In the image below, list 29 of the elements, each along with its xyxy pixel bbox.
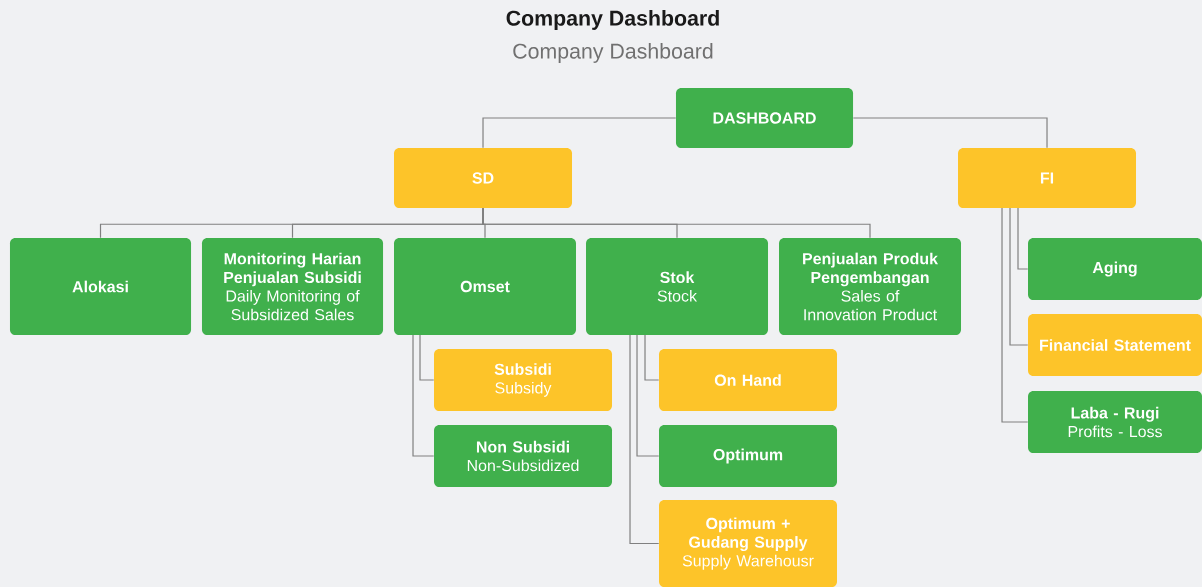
process-box: Laba - Rugi Profits - Loss <box>1028 391 1202 453</box>
process-box: Omset <box>394 238 576 336</box>
process-box: Stok Stock <box>586 238 768 336</box>
connector-line <box>1001 207 1029 423</box>
connector-line <box>419 334 435 381</box>
connector-line <box>412 334 435 457</box>
process-box: Financial Statement <box>1028 314 1202 376</box>
process-box: Subsidi Subsidy <box>434 349 612 411</box>
process-box: Optimum + Gudang Supply Supply Warehousr <box>659 500 837 587</box>
process-box: Penjualan Produk Pengembangan Sales of Innovation Product <box>779 238 961 336</box>
process-box: Alokasi <box>9 238 192 336</box>
connector-line <box>636 334 660 457</box>
connector-line <box>1009 207 1029 346</box>
connector-line <box>644 334 660 381</box>
process-box: DASHBOARD <box>675 88 854 148</box>
connector-line <box>629 334 660 545</box>
process-box: FI <box>958 148 1136 208</box>
connector-line <box>1017 207 1029 270</box>
connector-line <box>482 207 871 239</box>
connector-line <box>852 117 1048 149</box>
process-box: On Hand <box>659 349 837 411</box>
connector-line <box>482 117 677 149</box>
process-box: Non Subsidi Non-Subsidized <box>434 425 612 487</box>
subtitle: Company Dashboard <box>513 43 713 63</box>
title: Company Dashboard <box>506 10 719 30</box>
process-box: Optimum <box>659 425 837 487</box>
process-box: Aging <box>1028 238 1202 300</box>
process-box: Monitoring Harian Penjualan Subsidi Daily Monitoring of Subsidized Sales <box>201 238 384 336</box>
process-box: SD <box>394 148 572 208</box>
